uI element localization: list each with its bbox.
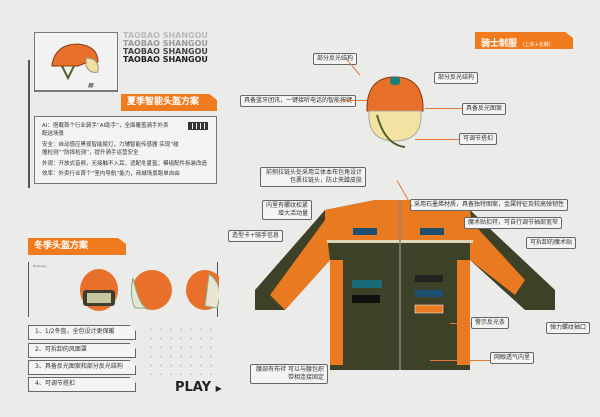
- winter-title-text: 冬季头盔方案: [34, 241, 89, 251]
- winter-item: 4、可调节搭扣: [28, 377, 136, 392]
- winter-item-text: 1、1/2冬盔，全包设计更保暖: [35, 328, 115, 335]
- brand-line: TAOBAO SHANGOU: [123, 31, 208, 40]
- leader-line: [450, 323, 471, 324]
- leader-line: [430, 360, 490, 361]
- winter-item: 1、1/2冬盔，全包设计更保暖: [28, 325, 136, 340]
- play-icon: ▶: [215, 384, 222, 393]
- jacket-label: 警示反光条: [471, 317, 510, 329]
- brand-line: TAOBAO SHANGOU: [123, 39, 208, 48]
- dot-grid-decoration: [146, 325, 216, 375]
- brand-line: TAOBAO SHANGOU: [123, 55, 208, 64]
- helmet-label: 具备蓝牙团讯，一键接听电话的智能按键: [240, 95, 357, 107]
- leader-line: [340, 100, 367, 101]
- winter-helmet-views: [80, 269, 219, 311]
- jacket-label: 网眼透气内里: [490, 352, 535, 364]
- summer-helmet-illustration: [51, 43, 99, 81]
- winter-item-text: 3、具备反光图案和部分反光结构: [35, 363, 123, 370]
- uniform-title: 骑士制服 (上衣+长裤): [475, 32, 573, 49]
- winter-item-text: 2、可拆卸的风面罩: [35, 346, 87, 353]
- brand-stack: TAOBAO SHANGOU TAOBAO SHANGOU TAOBAO SHA…: [123, 32, 208, 64]
- jacket-label: 魔术贴扣袢，可自行调节袖部宽窄: [464, 217, 563, 229]
- helmet-label: 部分反光结构: [434, 72, 479, 84]
- summer-title-text: 夏季智能头盔方案: [127, 97, 200, 107]
- leader-line: [415, 139, 459, 140]
- feature-safety: 安全：自动感应黑夜智能尾灯，力辅智能传感器 实现“碰撞检测”“防摔检测”，提升骑…: [42, 142, 179, 156]
- winter-item: 2、可拆卸的风面罩: [28, 343, 136, 358]
- jacket-label: 造型卡+骑手信息: [228, 230, 284, 242]
- brand-line: TAOBAO SHANGOU: [123, 47, 208, 56]
- helmet-label: 可调节搭扣: [459, 133, 498, 145]
- feature-ai: AI：搭载首个行业骑手“AI助手”，全面覆盖骑手外卖配送场景: [42, 123, 169, 137]
- jacket-label: 内里有螺纹松紧 增大活动量: [262, 200, 312, 220]
- jacket-label: 采用石墨烯材质，具备独特图案，金属特征及较高弹韧性: [410, 199, 569, 211]
- jacket-label: 腰部有布袢 可以与腰包织带相连接固定: [250, 364, 328, 384]
- uniform-title-text: 骑士制服: [481, 39, 518, 49]
- helmet-label: 部分反光结构: [313, 53, 358, 65]
- winter-item-text: 4、可调节搭扣: [35, 380, 75, 387]
- jacket-label: 前侧拉链头处采用立体本布包角设计 包裹拉链头，防止夹蹭皮肤: [260, 167, 366, 187]
- play-label: PLAY: [175, 380, 212, 395]
- battery-icon: [188, 122, 208, 130]
- leader-line: [425, 108, 462, 109]
- winter-item: 3、具备反光图案和部分反光结构: [28, 360, 136, 375]
- feature-appearance: 外观：开放式音频，无接触不入耳，适配冬夏盔；模组配件拆装改造: [42, 161, 208, 167]
- summer-helmet-title: 夏季智能头盔方案: [121, 94, 217, 111]
- winter-helmet-title: 冬季头盔方案: [28, 238, 126, 255]
- drawing-label: Drawing ...: [33, 264, 50, 268]
- feature-efficiency: 效率：外卖行业首个“室内导航”能力，商城场景跑单自由: [42, 171, 180, 177]
- winter-drawing-frame: Drawing ...: [28, 262, 219, 317]
- hatch-decoration: /////// .: [88, 83, 95, 89]
- helmet-front-illustration: [366, 76, 424, 148]
- jacket-label: 弹力螺纹袖口: [546, 322, 591, 334]
- helmet-label: 具备反光图案: [462, 103, 507, 115]
- play-button[interactable]: PLAY ▶: [175, 380, 222, 395]
- bracket-decoration: [28, 60, 30, 188]
- jacket-label: 可拆卸的魔术贴: [526, 237, 577, 249]
- uniform-subtitle: (上衣+长裤): [522, 42, 551, 48]
- summer-feature-panel: AI：搭载首个行业骑手“AI助手”，全面覆盖骑手外卖配送场景 安全：自动感应黑夜…: [34, 116, 217, 184]
